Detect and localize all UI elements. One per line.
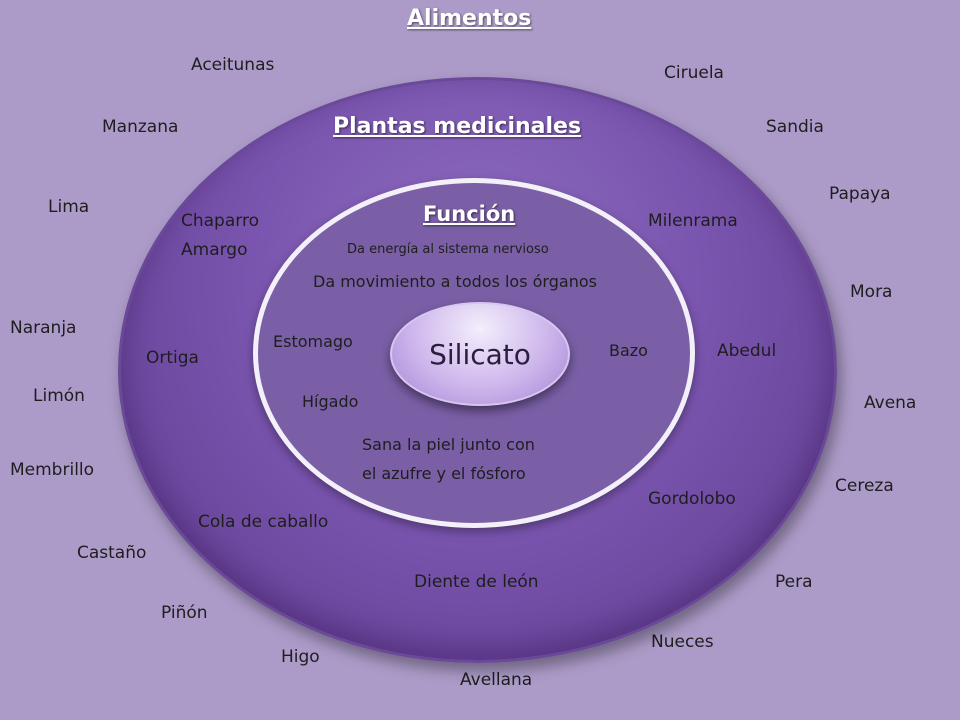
- plants-title: Plantas medicinales: [333, 114, 582, 139]
- food-label: Membrillo: [10, 460, 95, 480]
- food-label: Aceitunas: [191, 55, 275, 75]
- plant-label: Milenrama: [648, 211, 738, 231]
- food-label: Avellana: [460, 670, 533, 690]
- food-label: Nueces: [651, 632, 714, 652]
- center-node: Silicato: [390, 302, 570, 406]
- food-label: Lima: [48, 197, 90, 217]
- food-label: Sandia: [766, 117, 824, 137]
- function-label: Sana la piel junto con: [362, 435, 535, 454]
- food-label: Avena: [864, 393, 917, 413]
- food-label: Naranja: [10, 318, 77, 338]
- center-label: Silicato: [429, 337, 531, 371]
- plant-label: Gordolobo: [648, 489, 736, 509]
- food-label: Cereza: [835, 476, 894, 496]
- food-label: Pera: [775, 572, 813, 592]
- function-label: Da energía al sistema nervioso: [347, 242, 549, 257]
- function-label: el azufre y el fósforo: [362, 464, 526, 483]
- organ-label: Estomago: [273, 332, 353, 351]
- function-label: Da movimiento a todos los órganos: [313, 272, 597, 291]
- organ-label: Hígado: [302, 392, 359, 411]
- food-label: Castaño: [77, 543, 147, 563]
- food-label: Piñón: [161, 603, 208, 623]
- function-title: Función: [423, 202, 516, 226]
- food-label: Limón: [33, 386, 85, 406]
- plant-label: Ortiga: [146, 348, 199, 368]
- food-label: Ciruela: [664, 63, 724, 83]
- plant-label: Cola de caballo: [198, 512, 329, 532]
- food-label: Mora: [850, 282, 893, 302]
- plant-label: Diente de león: [414, 572, 539, 592]
- diagram-title: Alimentos: [407, 6, 532, 31]
- plant-label: Amargo: [181, 240, 248, 260]
- plant-label: Abedul: [717, 341, 777, 361]
- food-label: Higo: [281, 647, 320, 667]
- food-label: Papaya: [829, 184, 891, 204]
- organ-label: Bazo: [609, 341, 648, 360]
- plant-label: Chaparro: [181, 211, 259, 231]
- food-label: Manzana: [102, 117, 179, 137]
